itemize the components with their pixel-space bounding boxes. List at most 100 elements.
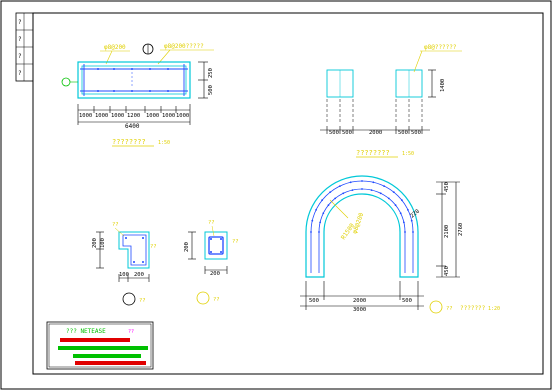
arch-callout-bar: φ8@200	[351, 212, 365, 235]
plan-dim-1: 1000	[79, 113, 92, 119]
rebar-dot	[372, 181, 375, 184]
side-mark-1: ?	[18, 19, 22, 26]
plan-scale: 1:50	[158, 140, 170, 146]
title-block: ??? NETEASE ??	[46, 321, 154, 370]
side-mark-2: ?	[18, 36, 22, 43]
rebar-dot	[403, 221, 405, 224]
rebar-dot	[319, 221, 321, 224]
detail-left-label-2: ??	[150, 244, 157, 250]
plan-dim-3: 1000	[111, 113, 124, 119]
arch-dim-top: 450	[444, 182, 450, 192]
rebar-dot	[310, 231, 312, 233]
elev-dim-4: 500	[398, 130, 408, 136]
title-bar-green-1	[58, 346, 148, 350]
rebar-dot	[410, 219, 413, 222]
rebar-dot	[387, 197, 390, 200]
plan-dim-total: 6400	[125, 123, 140, 130]
detail-left-dim-w1: 100	[119, 272, 129, 278]
inner-border	[32, 12, 544, 375]
title-bar-red-1	[60, 338, 130, 342]
rebar-dot	[361, 180, 363, 182]
detail-left-label-1: ??	[112, 222, 119, 228]
detail-right-circle	[196, 291, 210, 305]
rebar-dot	[361, 188, 363, 190]
rebar-dot	[329, 191, 332, 194]
rebar-dot	[401, 199, 403, 202]
rebar-dot	[311, 219, 314, 222]
rebar-dot	[412, 231, 414, 233]
detail-right-circle-label: ??	[213, 297, 220, 303]
arch-section-view: R1500 φ8@200 220 450 2100 450 2760 500 2…	[300, 175, 500, 314]
detail-left-dim-h2: 100	[100, 238, 106, 248]
plan-dim-2: 1000	[95, 113, 108, 119]
rebar-dot	[407, 209, 409, 211]
title-bar-green-2	[73, 354, 141, 358]
plan-dim-5: 1000	[146, 113, 159, 119]
rebar-dot	[351, 189, 354, 192]
top-elevation-view: φ8@?????? 1400 500 500 2000 500 500 ????…	[320, 44, 462, 158]
title-block-stamp: ??	[128, 329, 134, 335]
rebar-dot	[339, 185, 341, 188]
plan-title: ????????	[112, 138, 146, 146]
detail-left-circle-label: ??	[139, 298, 146, 304]
arch-dim-total: 3000	[353, 307, 366, 313]
rebar-dot	[404, 231, 406, 233]
arch-note-label: ??	[446, 306, 453, 312]
rebar-dot	[342, 192, 345, 195]
arch-note-circle	[429, 300, 443, 314]
binding-strip: ? ? ? ?	[15, 12, 34, 82]
axis-bubble-left	[61, 77, 71, 87]
elev-dim-2: 500	[342, 130, 352, 136]
plan-callout-1: φ8@200	[104, 44, 126, 51]
detail-left-dim-h1: 200	[92, 238, 98, 248]
rebar-dot	[379, 192, 382, 195]
elev-callout: φ8@??????	[424, 44, 457, 51]
plan-dim-4: 1200	[127, 113, 140, 119]
plan-dim-right-2: 500	[208, 85, 214, 95]
arch-dim-bottom-1: 500	[309, 298, 319, 304]
plan-dim-6: 1000	[162, 113, 175, 119]
rebar-dot	[327, 204, 330, 207]
rebar-dot	[322, 212, 325, 215]
elev-dim-1: 500	[329, 130, 339, 136]
rebar-dot	[318, 231, 320, 233]
plan-dim-7: 1000	[176, 113, 189, 119]
detail-right-label-2: ??	[232, 239, 239, 245]
detail-left-view: ?? ?? 200 100 100 200 ??	[92, 222, 157, 306]
elev-dim-3: 2000	[369, 130, 382, 136]
arch-note-scale: 1:20	[488, 306, 500, 312]
side-mark-4: ?	[18, 70, 22, 77]
arch-dim-side: 220	[409, 209, 420, 220]
rebar-dot	[394, 204, 397, 207]
arch-dim-bottom-2: 2000	[353, 298, 366, 304]
detail-right-dim-w: 200	[210, 271, 220, 277]
arch-dim-height-1: 2100	[444, 225, 450, 238]
title-block-heading: ??? NETEASE	[66, 328, 106, 335]
arch-note-text: ???????	[460, 305, 486, 312]
rebar-dot	[315, 209, 317, 211]
rebar-dot	[370, 189, 373, 192]
detail-left-dim-w2: 200	[134, 272, 144, 278]
elev-dim-5: 500	[411, 130, 421, 136]
side-mark-3: ?	[18, 53, 22, 60]
rebar-dot	[321, 199, 323, 202]
arch-dim-height-2: 2760	[458, 223, 464, 236]
title-bar-red-2	[75, 361, 146, 365]
plan-dim-right-1: 250	[208, 68, 214, 78]
detail-right-view: ?? ?? 200 200 ??	[184, 220, 239, 305]
detail-right-dim-h: 200	[184, 242, 190, 252]
detail-left-circle	[122, 292, 136, 306]
rebar-dot	[383, 185, 385, 188]
plan-callout-2: φ8@200?????	[164, 43, 204, 50]
elev-dim-height: 1400	[440, 79, 446, 92]
rebar-dot	[349, 181, 352, 184]
elev-scale: 1:50	[402, 151, 414, 157]
arch-dim-height-3: 450	[444, 266, 450, 276]
elev-title: ????????	[356, 149, 390, 157]
rebar-dot	[399, 212, 402, 215]
top-plan-view: φ8@200 φ8@200?????	[61, 43, 214, 147]
rebar-dot	[392, 191, 395, 194]
rebar-dot	[334, 197, 337, 200]
